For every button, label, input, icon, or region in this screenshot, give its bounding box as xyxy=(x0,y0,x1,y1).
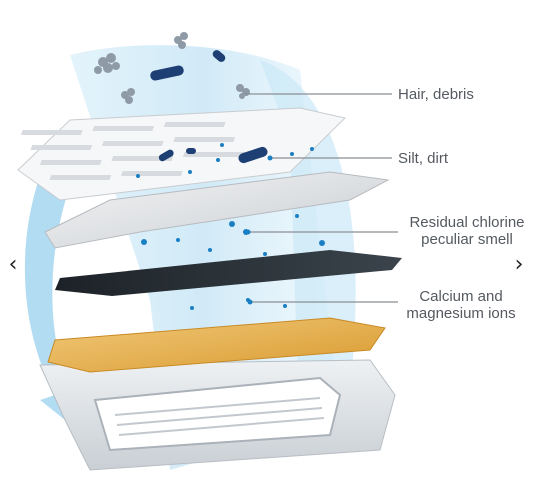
flow-arrow-icon xyxy=(24,140,85,428)
label-residual-chlorine-line2: peculiar smell xyxy=(421,231,513,248)
chevron-left-icon: ‹ xyxy=(8,251,18,277)
label-residual-chlorine-line1: Residual chlorine xyxy=(409,214,525,231)
bacteria xyxy=(150,50,268,164)
bacteria-icon xyxy=(158,149,174,162)
cotton-layer xyxy=(44,171,390,249)
bacteria-icon xyxy=(238,146,268,164)
mesh-layer xyxy=(17,107,347,201)
bacteria-icon xyxy=(186,148,196,154)
label-silt-dirt: Silt, dirt xyxy=(398,150,449,167)
label-calcium-magnesium: Calcium and magnesium ions xyxy=(402,288,520,322)
impurity-dots xyxy=(136,143,325,310)
bacteria-icon xyxy=(150,65,184,81)
prev-slide-button[interactable]: ‹ xyxy=(2,250,24,278)
debris-particles xyxy=(94,32,250,104)
leader-lines xyxy=(245,93,398,305)
debris-cluster-icon xyxy=(236,84,250,99)
filter-tray xyxy=(39,359,396,471)
next-slide-button[interactable]: › xyxy=(508,250,530,278)
debris-cluster-icon xyxy=(121,88,135,104)
debris-cluster-icon xyxy=(94,53,120,74)
label-calcium-magnesium-line2: magnesium ions xyxy=(406,305,516,322)
chevron-right-icon: › xyxy=(514,251,524,277)
label-calcium-magnesium-line1: Calcium and xyxy=(419,288,503,305)
resin-layer xyxy=(47,317,386,373)
debris-cluster-icon xyxy=(174,32,188,49)
label-residual-chlorine: Residual chlorine peculiar smell xyxy=(402,214,532,248)
label-hair-debris: Hair, debris xyxy=(398,86,474,103)
bacteria-icon xyxy=(212,50,226,62)
carbon-layer xyxy=(55,250,402,296)
